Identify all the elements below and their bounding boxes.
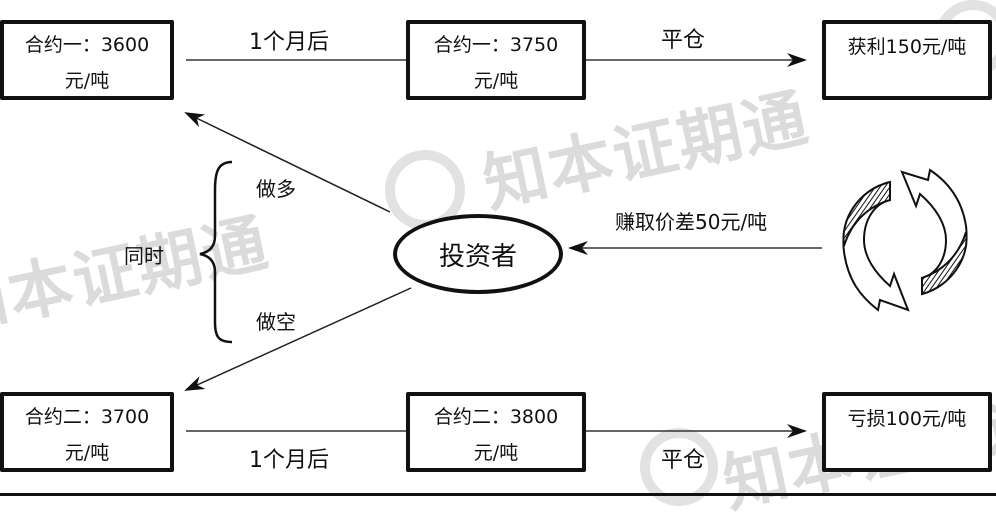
recycle-arrows-icon [842,168,968,312]
short-label: 做空 [256,310,296,334]
contract-two-start-box: 合约二：3700 元/吨 [0,392,174,472]
contract-two-end-box: 合约二：3800 元/吨 [406,392,586,472]
contract-one-end-box: 合约一：3750 元/吨 [406,20,586,100]
period-label: 1个月后 [249,30,329,55]
simultaneous-label: 同时 [124,244,164,268]
connector-lines [184,53,822,438]
period-label: 1个月后 [249,448,329,473]
contract-price: 合约一：3600 [24,34,150,56]
spread-label: 赚取价差50元/吨 [615,210,768,234]
loss-text: 亏损100元/吨 [847,408,967,430]
investor-node: 投资者 [393,214,563,294]
profit-result-box: 获利150元/吨 [822,20,992,100]
contract-unit: 元/吨 [64,70,110,92]
contract-one-start-box: 合约一：3600 元/吨 [0,20,174,100]
long-label: 做多 [256,177,296,201]
close-position-label: 平仓 [661,28,706,53]
contract-price: 合约二：3800 [433,406,559,428]
contract-price: 合约二：3700 [24,406,150,428]
close-position-label: 平仓 [661,448,706,473]
contract-unit: 元/吨 [473,442,519,464]
contract-unit: 元/吨 [64,442,110,464]
contract-price: 合约一：3750 [433,34,559,56]
contract-unit: 元/吨 [473,70,519,92]
bottom-border [0,493,996,496]
loss-result-box: 亏损100元/吨 [822,392,992,472]
profit-text: 获利150元/吨 [847,36,967,58]
investor-label: 投资者 [438,241,517,272]
